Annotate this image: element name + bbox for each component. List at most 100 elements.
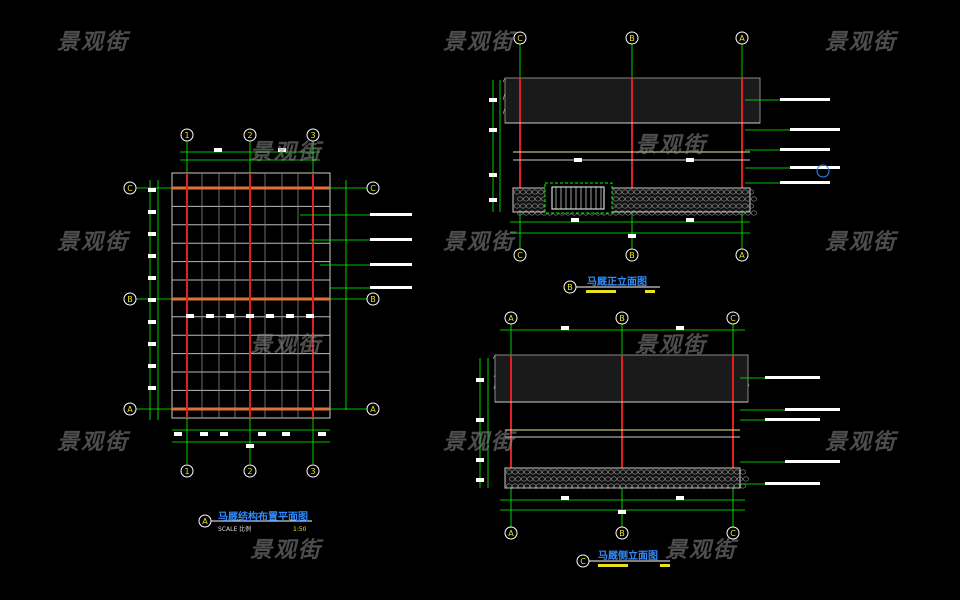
- stone: [640, 189, 646, 195]
- stone: [724, 203, 730, 209]
- axis-label: C: [517, 251, 523, 260]
- dimension-text: [282, 432, 290, 436]
- dimension-text: [148, 364, 156, 368]
- stone: [625, 210, 631, 216]
- stone: [703, 210, 709, 216]
- stone: [512, 469, 518, 475]
- stone: [733, 210, 739, 216]
- stone: [661, 210, 667, 216]
- plan-title: 马厩结构布置平面图: [218, 512, 308, 523]
- stone: [649, 196, 655, 202]
- dimension-text: [174, 432, 182, 436]
- dimension-text: [489, 173, 497, 177]
- stone: [532, 189, 538, 195]
- stone: [670, 203, 676, 209]
- stone: [667, 196, 673, 202]
- stone: [688, 203, 694, 209]
- note-text: [765, 376, 820, 379]
- stone: [614, 483, 620, 489]
- stone: [602, 483, 608, 489]
- stone: [640, 203, 646, 209]
- dimension-text: [186, 314, 194, 318]
- stone: [751, 196, 757, 202]
- stone: [694, 203, 700, 209]
- stone: [608, 469, 614, 475]
- dimension-text: [278, 148, 286, 152]
- dimension-text: [628, 234, 636, 238]
- stone: [617, 476, 623, 482]
- stone: [734, 483, 740, 489]
- stone: [730, 203, 736, 209]
- axis-label: A: [127, 405, 133, 414]
- stone: [691, 210, 697, 216]
- stone: [670, 189, 676, 195]
- scale-bar: [586, 290, 616, 293]
- stone: [530, 483, 536, 489]
- stone: [700, 189, 706, 195]
- stone: [535, 196, 541, 202]
- dimension-text: [148, 298, 156, 302]
- stone: [698, 483, 704, 489]
- front-axis-top: [735, 31, 749, 45]
- stone: [740, 469, 746, 475]
- stone: [740, 483, 746, 489]
- stone: [512, 483, 518, 489]
- stone: [728, 469, 734, 475]
- stone: [658, 189, 664, 195]
- stone: [619, 196, 625, 202]
- stone: [643, 210, 649, 216]
- stone: [616, 203, 622, 209]
- stone: [628, 203, 634, 209]
- axis-label: A: [739, 34, 745, 43]
- plan-axis-bottom: [180, 464, 194, 478]
- stone: [569, 476, 575, 482]
- stone: [608, 483, 614, 489]
- side-axis-bottom: [726, 526, 740, 540]
- stone: [706, 189, 712, 195]
- stone: [587, 476, 593, 482]
- stone: [745, 196, 751, 202]
- plan-axis-top: [243, 128, 257, 142]
- stone: [664, 189, 670, 195]
- stone: [599, 476, 605, 482]
- stone: [686, 483, 692, 489]
- stone: [710, 469, 716, 475]
- axis-label: C: [370, 184, 376, 193]
- stone: [691, 196, 697, 202]
- stone: [700, 203, 706, 209]
- stone: [748, 203, 754, 209]
- stone: [709, 210, 715, 216]
- stone: [638, 469, 644, 475]
- stone: [745, 210, 751, 216]
- stone: [623, 476, 629, 482]
- dimension-text: [318, 432, 326, 436]
- stone: [545, 476, 551, 482]
- stone: [626, 483, 632, 489]
- stone: [518, 483, 524, 489]
- stone: [739, 210, 745, 216]
- stone: [658, 203, 664, 209]
- dimension-text: [226, 314, 234, 318]
- dimension-text: [148, 188, 156, 192]
- axis-label: B: [629, 34, 635, 43]
- stone: [736, 189, 742, 195]
- stone: [578, 469, 584, 475]
- stone: [695, 476, 701, 482]
- stone: [703, 196, 709, 202]
- stone: [680, 469, 686, 475]
- dimension-text: [214, 148, 222, 152]
- stone: [535, 210, 541, 216]
- stone: [520, 203, 526, 209]
- stone: [656, 469, 662, 475]
- stone: [560, 469, 566, 475]
- stone: [518, 469, 524, 475]
- scale-bar: [598, 564, 628, 567]
- stone: [727, 210, 733, 216]
- stone: [542, 469, 548, 475]
- dimension-text: [476, 458, 484, 462]
- stone: [614, 469, 620, 475]
- stone: [736, 203, 742, 209]
- front-axis-top: [513, 31, 527, 45]
- note-text: [780, 98, 830, 101]
- stone: [719, 476, 725, 482]
